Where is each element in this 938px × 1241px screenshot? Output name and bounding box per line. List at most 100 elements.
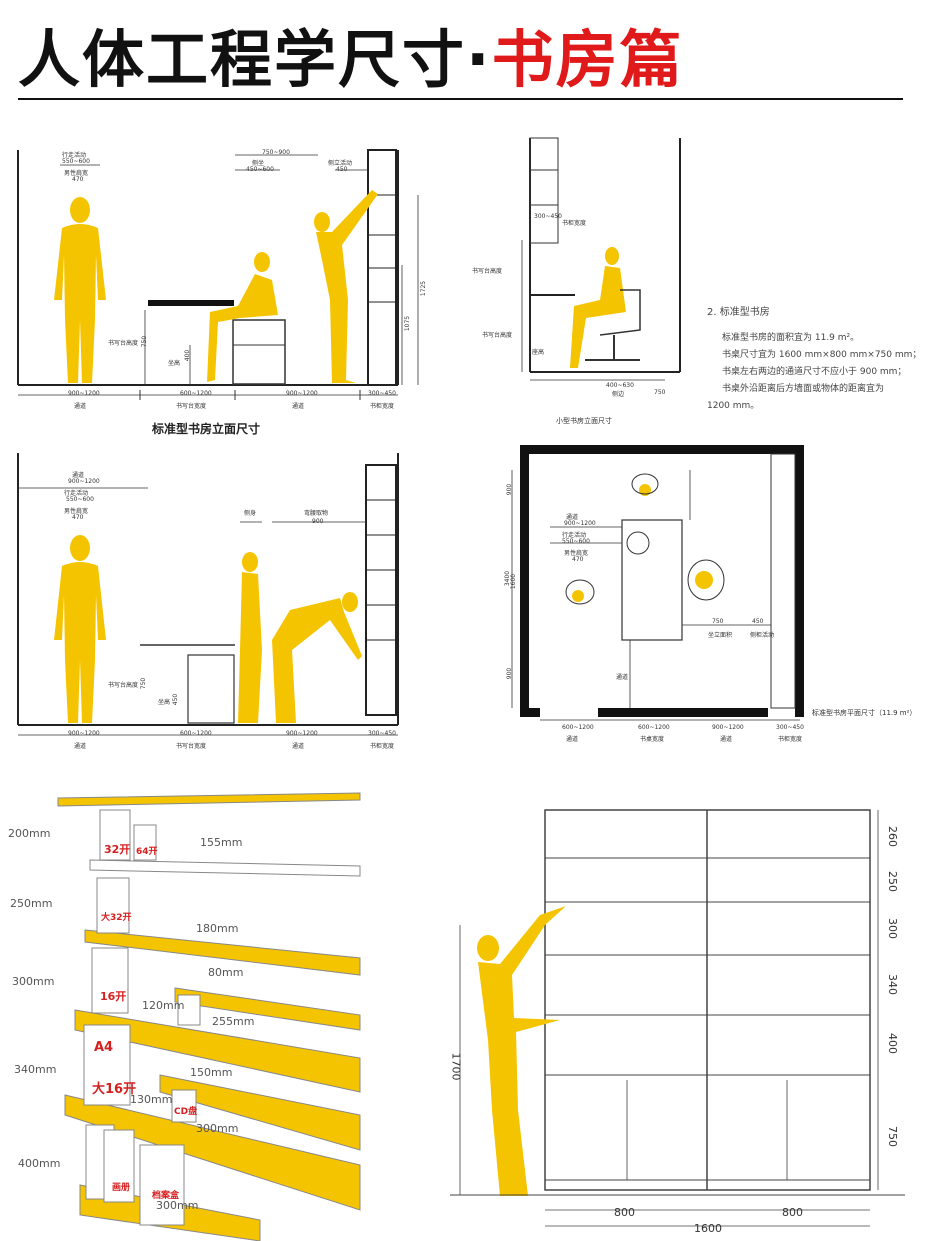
p4-bottom-label: 书柜宽度	[778, 736, 803, 743]
p4-bottom-label: 600~1200	[562, 724, 594, 731]
p1-bottom-label: 通道	[74, 403, 87, 410]
p2-label: 书柜宽度	[562, 220, 587, 227]
shelf-depth: 150mm	[190, 1066, 233, 1079]
notes-line: 书桌左右两边的通道尺寸不应小于 900 mm；	[722, 367, 907, 377]
p4-label: 通道	[616, 674, 629, 681]
book-label: 画册	[112, 1183, 131, 1193]
p4-bottom-label: 600~1200	[638, 724, 670, 731]
book-label: 大32开	[101, 913, 132, 923]
p4-label: 750	[712, 618, 724, 625]
book-label: 32开	[104, 843, 131, 856]
panel1-caption: 标准型书房立面尺寸	[152, 422, 261, 436]
p4-bottom-label: 通道	[566, 736, 579, 743]
shelf-depth: 120mm	[142, 999, 185, 1012]
p3-dim-label: 900	[312, 518, 324, 525]
book-label: 大16开	[92, 1082, 137, 1097]
p4-label: 900~1200	[564, 520, 596, 527]
p3-bottom-label: 通道	[292, 743, 305, 750]
p4-label: 470	[572, 556, 584, 563]
title-main: 人体工程学尺寸·	[18, 23, 492, 96]
book-label: 档案盒	[152, 1191, 180, 1201]
p3-dim-label: 弯腰取物	[304, 510, 329, 517]
p1-side-label: 书写台高度	[108, 340, 139, 347]
notes-line: 书桌外沿距离后方墙面或物体的距离宜为	[722, 384, 885, 394]
p3-bottom-label: 900~1200	[286, 730, 318, 737]
p1-bottom-label: 900~1200	[68, 390, 100, 397]
p3-dim-label: 侧身	[244, 510, 257, 517]
p2-label: 400~630	[606, 382, 634, 389]
bookcase-row-height: 250	[886, 871, 899, 892]
shelf-height: 300mm	[12, 975, 55, 988]
p4-bottom-label: 通道	[720, 736, 733, 743]
notes-line: 书桌尺寸宜为 1600 mm×800 mm×750 mm；	[722, 350, 922, 360]
shelf-depth: 300mm	[196, 1122, 239, 1135]
shelf-depth: 255mm	[212, 1015, 255, 1028]
p3-side-label: 书写台高度	[108, 682, 139, 689]
shelf-depth: 180mm	[196, 922, 239, 935]
p4-label: 通道	[566, 514, 579, 521]
book-label: A4	[94, 1040, 114, 1055]
p3-dim-label: 通道	[72, 472, 85, 479]
p3-dim-label: 行走活动	[64, 490, 89, 497]
p4-label: 行走活动	[562, 532, 587, 539]
p3-dim-label: 470	[72, 514, 84, 521]
bookcase-bottom-dim: 800	[614, 1206, 635, 1219]
shelf-depth: 300mm	[156, 1199, 199, 1212]
p1-dim-label: 侧立活动	[328, 160, 353, 167]
p1-bottom-label: 300~450	[368, 390, 396, 397]
p4-label: 男性肩宽	[564, 550, 589, 557]
panel2-caption: 小型书房立面尺寸	[556, 417, 612, 425]
p1-dim-label: 行走活动	[62, 152, 87, 159]
bookcase-row-height: 750	[886, 1126, 899, 1147]
p4-bottom-label: 900~1200	[712, 724, 744, 731]
shelf-height: 250mm	[10, 897, 53, 910]
p1-dim-label: 550~600	[62, 158, 90, 165]
p2-label: 座高	[532, 349, 545, 356]
notes-line: 1200 mm。	[707, 401, 760, 411]
p3-dim-label: 男性肩宽	[64, 508, 89, 515]
title-highlight: 书房篇	[491, 23, 684, 96]
p1-bottom-label: 书写台宽度	[176, 403, 207, 410]
p3-bottom-label: 书写台宽度	[176, 743, 207, 750]
bookcase-row-height: 400	[886, 1033, 899, 1054]
shelf-depth: 80mm	[208, 966, 244, 979]
p2-label: 侧边	[612, 391, 625, 398]
bookcase-bottom-dim: 1600	[694, 1222, 722, 1235]
p1-bottom-label: 通道	[292, 403, 305, 410]
bookcase-row-height: 340	[886, 974, 899, 995]
p1-dim-label: 450	[336, 166, 348, 173]
shelf-height: 200mm	[8, 827, 51, 840]
shelf-depth: 130mm	[130, 1093, 173, 1106]
p4-bottom-label: 书桌宽度	[640, 736, 665, 743]
p1-dim-label: 侧坐	[252, 160, 265, 167]
p1-side-label: 坐高	[168, 360, 181, 367]
p4-label: 450	[752, 618, 764, 625]
book-label: 64开	[136, 847, 158, 857]
p4-bottom-label: 300~450	[776, 724, 804, 731]
p2-label: 750	[654, 389, 666, 396]
page-title: 人体工程学尺寸·书房篇	[18, 20, 684, 100]
book-label: CD盘	[174, 1107, 198, 1117]
p1-dim-label: 750~900	[262, 149, 290, 156]
book-label: 16开	[100, 990, 127, 1003]
p3-bottom-label: 900~1200	[68, 730, 100, 737]
title-underline	[18, 98, 903, 100]
notes-heading: 2. 标准型书房	[707, 307, 770, 318]
shelf-height: 340mm	[14, 1063, 57, 1076]
p1-dim-label: 450~600	[246, 166, 274, 173]
bookcase-bottom-dim: 800	[782, 1206, 803, 1219]
p3-side-label: 坐高	[158, 699, 171, 706]
reach-height: 1700	[449, 1052, 463, 1081]
p3-bottom-label: 通道	[74, 743, 87, 750]
p1-bottom-label: 900~1200	[286, 390, 318, 397]
p2-label: 书写台高度	[472, 268, 503, 275]
p2-label: 300~450	[534, 213, 562, 220]
p1-bottom-label: 书柜宽度	[370, 403, 395, 410]
p3-bottom-label: 书柜宽度	[370, 743, 395, 750]
bookcase-row-height: 300	[886, 918, 899, 939]
p3-dim-label: 550~600	[66, 496, 94, 503]
